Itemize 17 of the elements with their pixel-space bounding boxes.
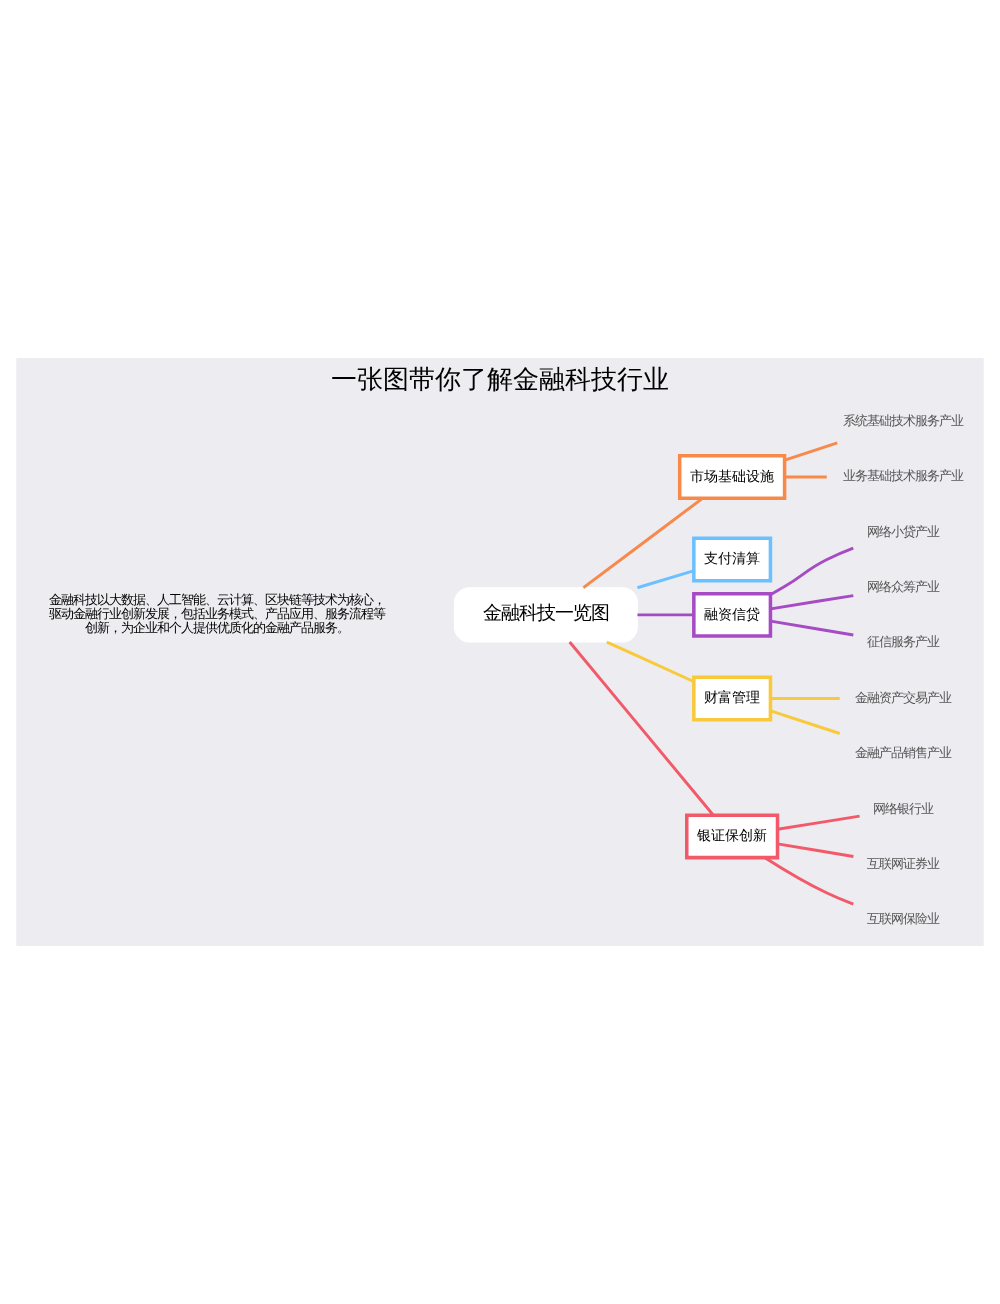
connector [784, 441, 838, 462]
connector [777, 842, 854, 858]
connector [770, 709, 841, 735]
connector [582, 497, 704, 589]
connector [770, 594, 854, 611]
connector [770, 697, 840, 701]
connector [770, 619, 854, 637]
connector [606, 640, 695, 683]
connector [764, 856, 854, 906]
connector [784, 475, 827, 479]
diagram-title: 一张图带你了解金融科技行业 [331, 366, 669, 397]
node-box: 金融科技一览图 [454, 587, 638, 643]
connector [637, 569, 694, 590]
connector [777, 814, 860, 831]
connector [637, 613, 694, 617]
connector [568, 641, 715, 816]
connector [769, 546, 854, 597]
